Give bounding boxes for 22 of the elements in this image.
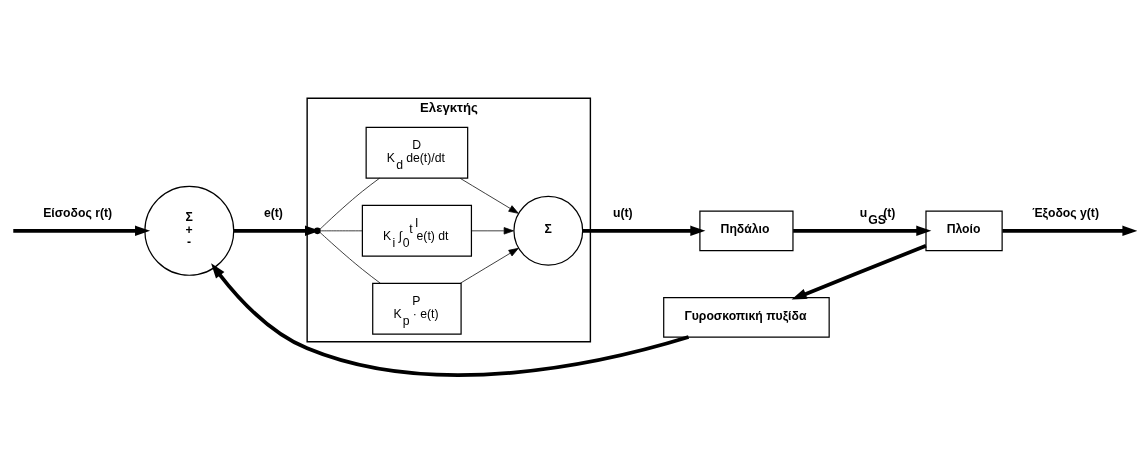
arrow [471,227,514,235]
arrow [459,177,519,214]
connector [319,230,363,232]
arrow [211,263,690,377]
connector [319,231,381,284]
node-circle: Σ + - [144,185,235,276]
edge-label: e(t) [263,206,283,221]
arrow [793,225,932,237]
edge-label: Έξοδος y(t) [1032,206,1100,221]
arrow [13,225,151,237]
node-box: Πλοίο [925,210,1003,252]
edge-label: u(t) [612,206,633,221]
node-circle: Σ [513,195,584,266]
connector [319,177,380,230]
arrow [791,243,927,300]
edge-label: Είσοδος r(t) [43,206,113,221]
node-box: Πηδάλιο [699,210,794,252]
node-circle [314,227,321,235]
arrow [583,225,706,237]
arrow [1002,225,1137,237]
arrow [459,247,519,284]
node-box: Γυροσκοπική πυξίδα [663,296,830,338]
